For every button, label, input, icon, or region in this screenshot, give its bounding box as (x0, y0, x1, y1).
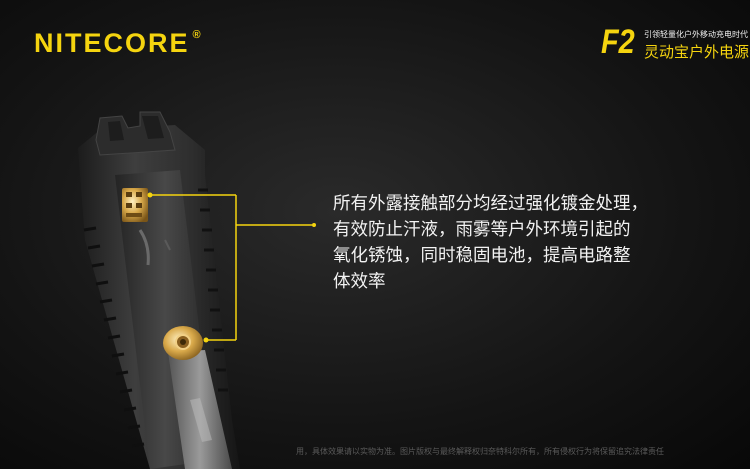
callout-text: 所有外露接触部分均经过强化镀金处理， 有效防止汗液，雨雾等户外环境引起的 氧化锈… (333, 191, 693, 295)
left-ribs (83, 226, 145, 448)
leader-end-dot (312, 223, 316, 227)
gold-contact-bottom (163, 326, 203, 360)
callout-leader (150, 194, 312, 341)
product-tagline-big: 灵动宝户外电源 (644, 43, 750, 61)
battery (168, 350, 232, 469)
product-model: F2 (601, 23, 635, 61)
registered-mark: ® (192, 29, 201, 41)
right-ribs (198, 188, 228, 392)
leader-dot-bottom (203, 337, 209, 343)
brand-logo: NITECORE® (34, 28, 201, 59)
copyright-footnote: 用，具体效果请以实物为准。图片版权与最终解释权归奈特科尔所有，所有侵权行为将保留… (296, 447, 664, 456)
brand-name: NITECORE (34, 28, 190, 58)
leader-dot-top (147, 192, 153, 198)
callout-line-2: 有效防止汗液，雨雾等户外环境引起的 (333, 220, 631, 240)
callout-line-4: 体效率 (333, 272, 386, 292)
callout-line-1: 所有外露接触部分均经过强化镀金处理， (333, 194, 648, 214)
callout-line-3: 氧化锈蚀，同时稳固电池，提高电路整 (333, 246, 631, 266)
gold-contact-top (122, 188, 148, 222)
product-tagline-small: 引领轻量化户外移动充电时代 (644, 30, 748, 39)
